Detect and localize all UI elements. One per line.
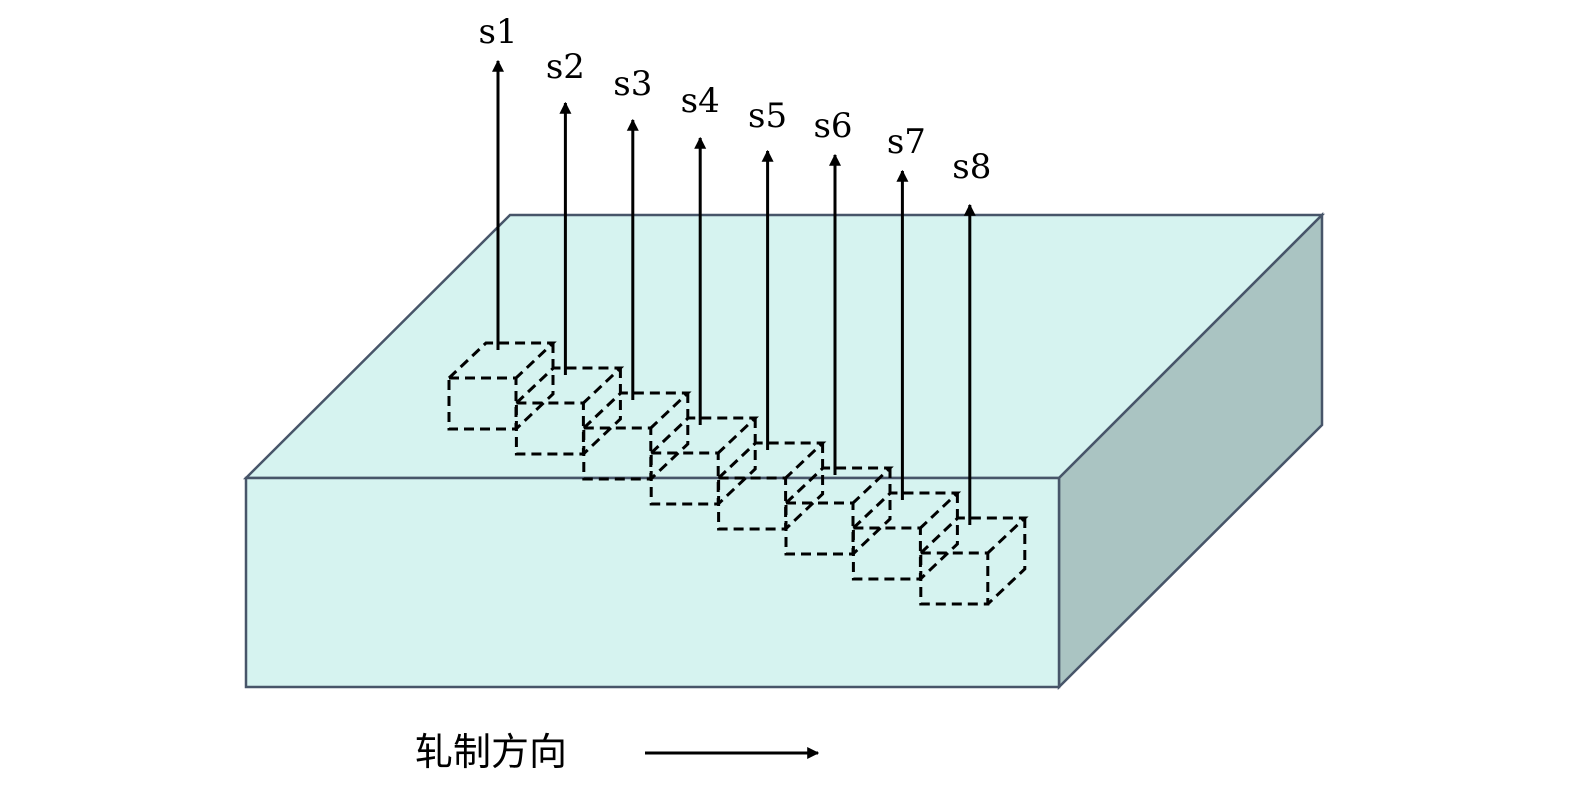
sample-label-5: s5	[748, 96, 787, 136]
cube-side-edge	[514, 343, 555, 431]
cube-top-edge	[784, 466, 894, 505]
plate-block	[242, 211, 1326, 691]
cube-top-edge	[717, 441, 827, 480]
sample-label-2: s2	[546, 47, 585, 87]
rolling-direction-label: 轧制方向	[415, 730, 567, 774]
sample-cube-4	[649, 416, 759, 506]
sample-cube-5	[717, 441, 827, 531]
cube-front-edge	[851, 526, 922, 581]
sample-label-7: s7	[887, 122, 926, 162]
cube-front-edge	[717, 476, 788, 531]
cube-front-edge	[582, 426, 653, 481]
plate-front-face	[244, 476, 1061, 689]
sample-label-1: s1	[478, 12, 517, 52]
sample-cube-2	[514, 366, 625, 456]
sample-cubes	[447, 341, 1029, 606]
sample-cube-6	[784, 466, 894, 556]
cube-side-edge	[717, 418, 757, 506]
sample-arrows	[492, 59, 976, 525]
sample-label-3: s3	[613, 64, 652, 104]
cube-front-edge	[784, 501, 855, 556]
cube-side-edge	[582, 368, 622, 456]
sample-label-8: s8	[952, 147, 991, 187]
cube-top-edge	[515, 366, 625, 405]
cube-top-edge	[447, 341, 557, 380]
cube-front-edge	[649, 451, 720, 506]
cube-top-edge	[919, 516, 1029, 555]
sample-cube-7	[851, 491, 962, 581]
cube-top-edge	[650, 416, 759, 455]
sample-cube-1	[447, 341, 557, 431]
cube-front-edge	[919, 551, 990, 606]
cube-top-edge	[852, 491, 962, 530]
sample-labels: s1 s2 s3 s4 s5 s6 s7 s8	[478, 12, 991, 187]
cube-front-edge	[514, 401, 585, 456]
cube-side-edge	[986, 518, 1027, 606]
cube-side-edge	[649, 393, 690, 481]
cube-top-edge	[582, 391, 692, 430]
cube-side-edge	[919, 493, 959, 581]
cube-side-edge	[784, 443, 825, 531]
sample-label-6: s6	[813, 106, 852, 146]
cube-front-edge	[447, 376, 518, 431]
sample-label-4: s4	[681, 81, 720, 121]
sample-cube-3	[582, 391, 692, 481]
sample-cube-8	[919, 516, 1029, 606]
cube-side-edge	[851, 468, 892, 556]
